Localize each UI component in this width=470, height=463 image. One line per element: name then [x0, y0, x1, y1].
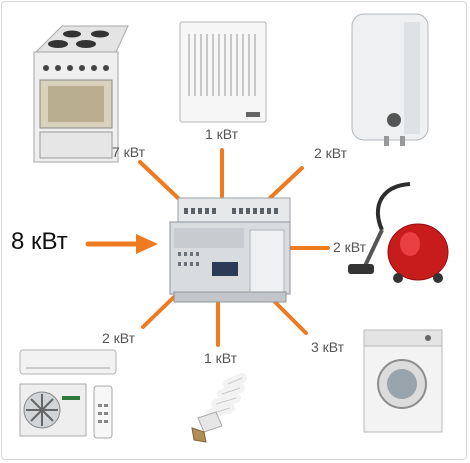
vacuum-power-label: 2 кВт — [333, 239, 367, 255]
input-arrow — [85, 234, 158, 254]
vacuum-cleaner-icon — [348, 182, 449, 283]
cfl-lamp-icon — [191, 373, 247, 443]
boiler-power-label: 2 кВт — [314, 145, 348, 161]
washing-machine-icon — [363, 329, 443, 433]
electric-stove-icon — [33, 25, 129, 163]
lamp-power-label: 1 кВт — [204, 350, 238, 366]
panel-heater-icon — [179, 21, 267, 123]
line-washer — [273, 300, 308, 335]
aircon-power-label: 2 кВт — [102, 330, 136, 346]
water-heater-icon — [351, 13, 429, 146]
convector-power-label: 1 кВт — [205, 126, 239, 142]
line-aircon — [141, 294, 177, 329]
stove-power-label: 7 кВт — [112, 144, 146, 160]
input-power-label: 8 кВт — [11, 228, 68, 255]
load-controller-device-icon — [169, 197, 291, 303]
line-stove — [138, 160, 180, 200]
washer-power-label: 3 кВт — [311, 339, 345, 355]
air-conditioner-icon — [19, 349, 117, 439]
line-boiler — [268, 166, 304, 200]
